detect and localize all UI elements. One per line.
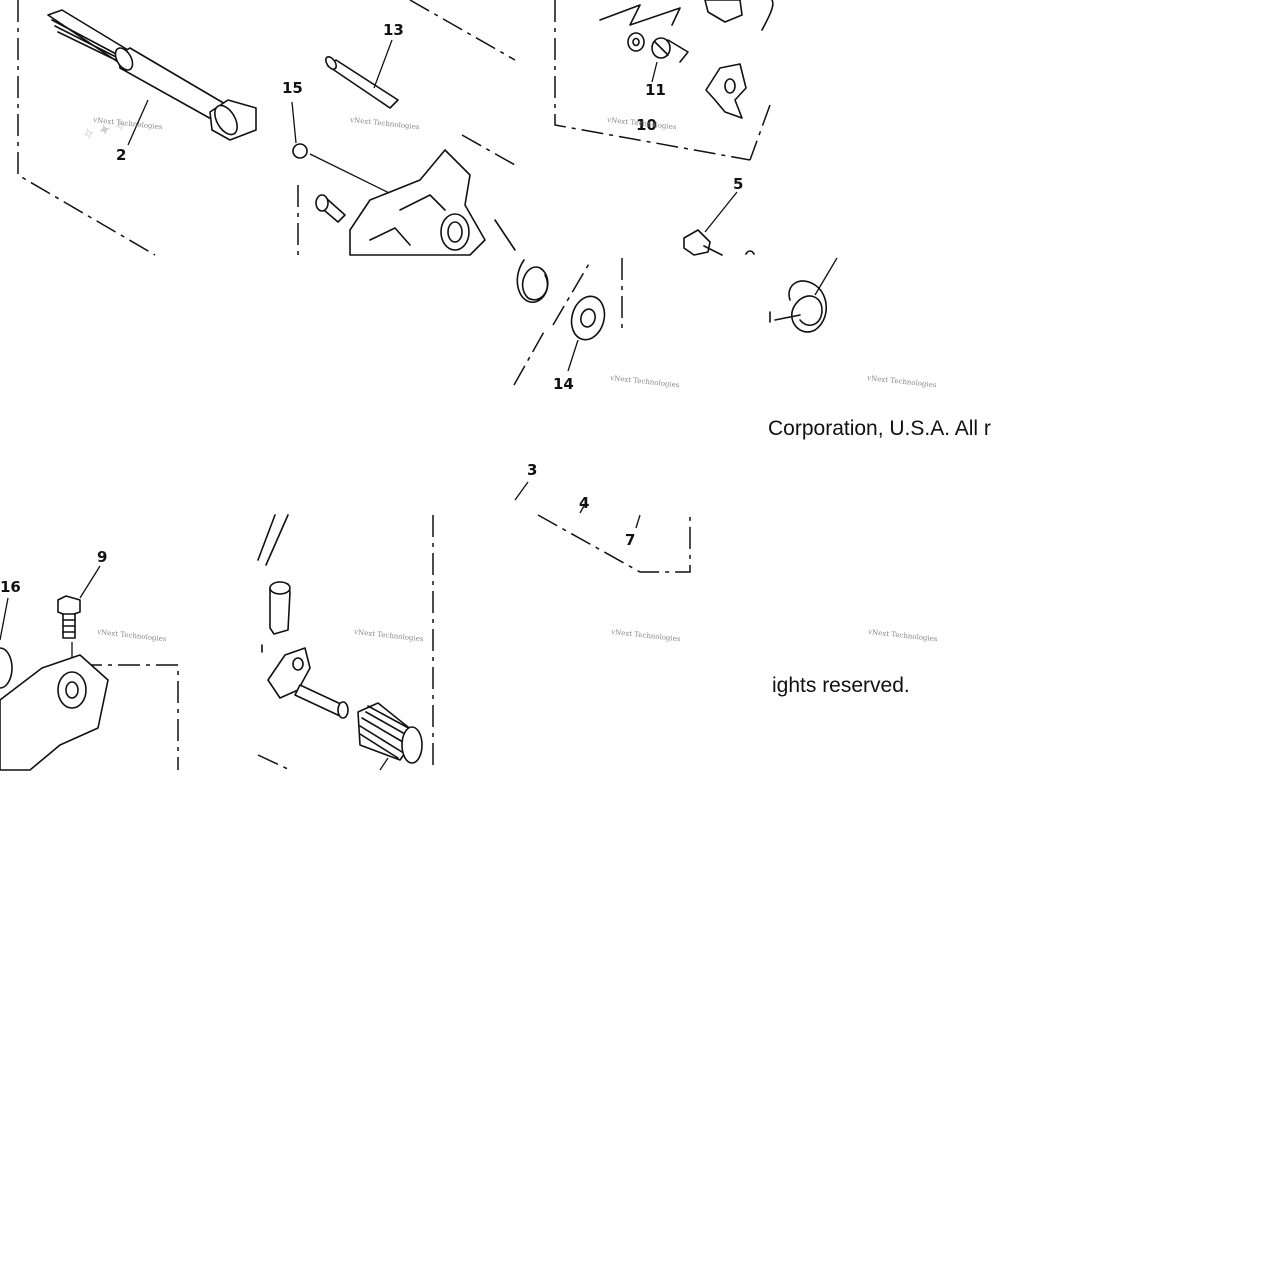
- callout-15: 15: [282, 79, 303, 97]
- callout-16: 16: [0, 578, 21, 596]
- copyright-text-part1: Corporation, U.S.A. All r: [768, 417, 991, 440]
- shift-shaft-part-2: [17, 0, 257, 256]
- spring-and-washer-row: [513, 257, 838, 386]
- callout-3: 3: [527, 461, 537, 479]
- shift-arm-part-16: [0, 565, 179, 771]
- pedal-part-tile: [257, 514, 434, 771]
- shift-lever-assembly: [291, 0, 516, 256]
- watermark-text: vNext Technologies: [349, 116, 420, 131]
- watermarks: ✧ ✦ ✧ vNext Technologies vNext Technolog…: [81, 116, 938, 643]
- callout-13: 13: [383, 21, 404, 39]
- callout-9: 9: [97, 548, 107, 566]
- watermark-text: vNext Technologies: [609, 374, 680, 389]
- copyright-text-part2: ights reserved.: [772, 674, 910, 697]
- callout-7: 7: [625, 531, 635, 549]
- callout-4: 4: [579, 494, 589, 512]
- watermark-text: vNext Technologies: [353, 628, 424, 643]
- callout-10: 10: [636, 116, 657, 134]
- watermark-text: vNext Technologies: [610, 628, 681, 643]
- watermark-text: vNext Technologies: [866, 374, 937, 389]
- callout-5: 5: [733, 175, 743, 193]
- stopper-lever-area: [554, 0, 774, 256]
- callout-2: 2: [116, 146, 126, 164]
- callout-11: 11: [645, 81, 666, 99]
- bracket-outline-3-4-7: [514, 481, 691, 573]
- watermark-text: vNext Technologies: [867, 628, 938, 643]
- callout-14: 14: [553, 375, 574, 393]
- watermark-text: vNext Technologies: [96, 628, 167, 643]
